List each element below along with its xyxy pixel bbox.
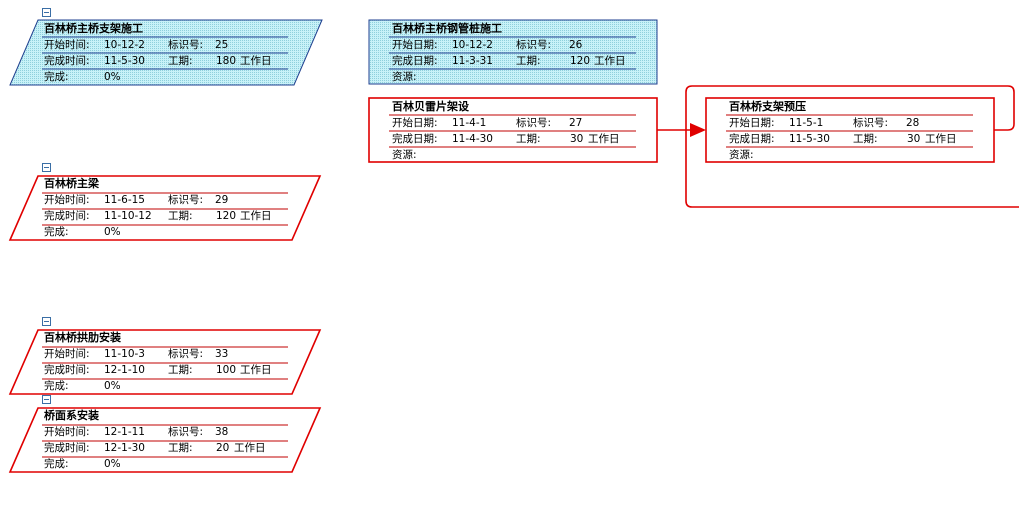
duration-unit: 工作日 <box>925 133 957 145</box>
id-value: 27 <box>569 117 583 129</box>
id-label: 标识号: <box>853 117 889 129</box>
finish-label: 完成时间: <box>44 55 90 67</box>
link-arrowhead <box>690 123 706 137</box>
row-dividers <box>42 36 973 458</box>
start-label: 开始时间: <box>44 39 90 51</box>
task-title: 桥面系安装 <box>44 409 99 422</box>
duration-unit: 工作日 <box>240 55 272 67</box>
task-box-deck-system-shape[interactable] <box>8 407 322 473</box>
id-label: 标识号: <box>516 39 552 51</box>
id-value: 38 <box>215 426 229 438</box>
finish-label: 完成时间: <box>44 442 90 454</box>
duration-unit: 工作日 <box>594 55 626 67</box>
start-label: 开始时间: <box>44 426 90 438</box>
task-box-bailey-shape[interactable] <box>368 97 658 163</box>
complete-value: 0% <box>104 226 121 238</box>
complete-label: 完成: <box>44 226 69 238</box>
finish-value: 11-3-31 <box>452 55 493 67</box>
start-value: 11-10-3 <box>104 348 145 360</box>
id-value: 33 <box>215 348 229 360</box>
start-label: 开始日期: <box>729 117 775 129</box>
duration-label: 工期: <box>516 133 541 145</box>
task-title: 百林贝雷片架设 <box>392 100 469 113</box>
finish-value: 11-10-12 <box>104 210 152 222</box>
id-value: 26 <box>569 39 583 51</box>
task-box-arch-rib-shape[interactable] <box>8 329 322 395</box>
task-box-main-girder-shape[interactable] <box>8 175 322 241</box>
finish-value: 11-5-30 <box>104 55 145 67</box>
link-preload-outgoing <box>685 85 1019 208</box>
duration-value: 30 <box>570 133 584 145</box>
id-label: 标识号: <box>168 39 204 51</box>
duration-value: 100 <box>216 364 237 376</box>
start-value: 11-6-15 <box>104 194 145 206</box>
id-label: 标识号: <box>516 117 552 129</box>
start-label: 开始日期: <box>392 39 438 51</box>
duration-unit: 工作日 <box>234 442 266 454</box>
id-value: 25 <box>215 39 229 51</box>
start-value: 11-4-1 <box>452 117 487 129</box>
finish-label: 完成日期: <box>392 55 438 67</box>
duration-label: 工期: <box>168 442 193 454</box>
duration-value: 120 <box>570 55 591 67</box>
collapse-toggle-icon[interactable] <box>42 317 51 326</box>
finish-value: 11-4-30 <box>452 133 493 145</box>
start-value: 12-1-11 <box>104 426 145 438</box>
complete-label: 完成: <box>44 71 69 83</box>
finish-label: 完成日期: <box>729 133 775 145</box>
duration-unit: 工作日 <box>240 210 272 222</box>
task-title: 百林桥拱肋安装 <box>44 331 121 344</box>
task-title: 百林桥支架预压 <box>729 100 806 113</box>
task-title: 百林桥主梁 <box>44 177 99 190</box>
complete-label: 完成: <box>44 380 69 392</box>
id-value: 29 <box>215 194 229 206</box>
resource-label: 资源: <box>392 71 417 83</box>
resource-label: 资源: <box>392 149 417 161</box>
start-value: 10-12-2 <box>452 39 493 51</box>
duration-value: 180 <box>216 55 237 67</box>
duration-label: 工期: <box>168 210 193 222</box>
resource-label: 资源: <box>729 149 754 161</box>
task-title: 百林桥主桥钢管桩施工 <box>392 22 502 35</box>
finish-label: 完成时间: <box>44 364 90 376</box>
duration-label: 工期: <box>853 133 878 145</box>
task-box-steel-pile-shape[interactable] <box>368 19 658 85</box>
id-value: 28 <box>906 117 920 129</box>
finish-value: 11-5-30 <box>789 133 830 145</box>
id-label: 标识号: <box>168 194 204 206</box>
collapse-toggle-icon[interactable] <box>42 8 51 17</box>
duration-unit: 工作日 <box>240 364 272 376</box>
duration-label: 工期: <box>516 55 541 67</box>
start-label: 开始日期: <box>392 117 438 129</box>
finish-label: 完成时间: <box>44 210 90 222</box>
duration-value: 20 <box>216 442 230 454</box>
finish-value: 12-1-30 <box>104 442 145 454</box>
complete-value: 0% <box>104 458 121 470</box>
collapse-toggle-icon[interactable] <box>42 395 51 404</box>
start-value: 11-5-1 <box>789 117 824 129</box>
duration-value: 120 <box>216 210 237 222</box>
complete-value: 0% <box>104 380 121 392</box>
duration-label: 工期: <box>168 364 193 376</box>
start-label: 开始时间: <box>44 348 90 360</box>
finish-value: 12-1-10 <box>104 364 145 376</box>
start-label: 开始时间: <box>44 194 90 206</box>
duration-unit: 工作日 <box>588 133 620 145</box>
duration-value: 30 <box>907 133 921 145</box>
id-label: 标识号: <box>168 348 204 360</box>
task-title: 百林桥主桥支架施工 <box>44 22 143 35</box>
id-label: 标识号: <box>168 426 204 438</box>
complete-value: 0% <box>104 71 121 83</box>
duration-label: 工期: <box>168 55 193 67</box>
collapse-toggle-icon[interactable] <box>42 163 51 172</box>
finish-label: 完成日期: <box>392 133 438 145</box>
start-value: 10-12-2 <box>104 39 145 51</box>
complete-label: 完成: <box>44 458 69 470</box>
